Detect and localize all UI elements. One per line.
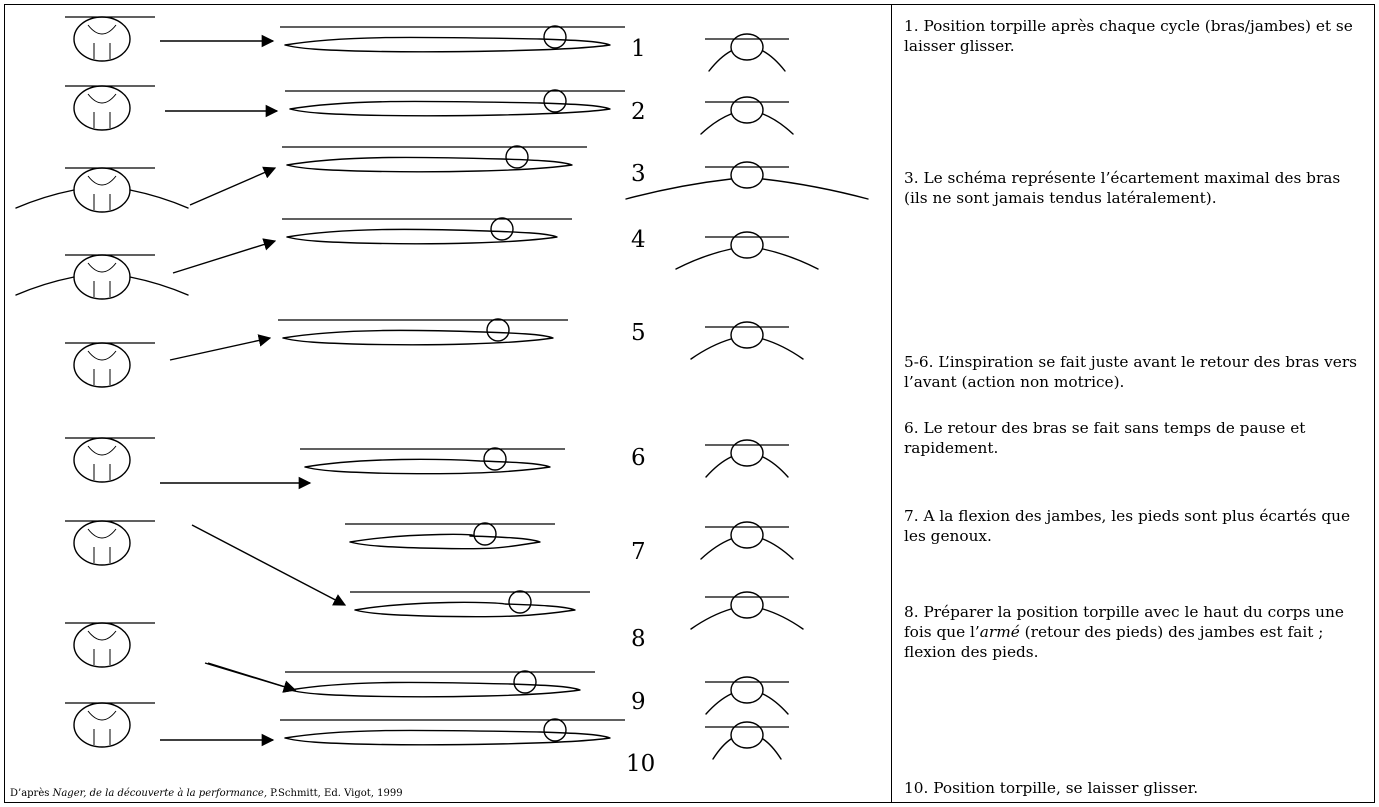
arrow-3: [190, 168, 275, 205]
head-on-swimmer-5: [691, 322, 803, 359]
front-view-swimmer-2: [65, 86, 155, 130]
step-number-6: 6: [631, 447, 646, 470]
notes-panel: 1. Position torpille après chaque cycle …: [893, 5, 1374, 802]
front-view-swimmer-4: [16, 255, 188, 299]
note-5-6: 5-6. L’inspiration se fait juste avant l…: [904, 352, 1364, 392]
head-on-swimmer-6: [705, 440, 789, 477]
note-7: 7. A la flexion des jambes, les pieds so…: [904, 506, 1364, 546]
step-number-4: 4: [631, 229, 646, 252]
front-view-swimmer-8: [65, 623, 155, 667]
caption-book-title: Nager, de la découverte à la performance…: [53, 788, 267, 799]
column-divider: [891, 5, 892, 802]
side-view-swimmer-9: [285, 671, 595, 697]
side-view-swimmer-10: [280, 719, 625, 745]
side-view-swimmer-8: [350, 591, 590, 617]
note-3: 3. Le schéma représente l’écartement max…: [904, 168, 1364, 208]
side-view-swimmer-7: [345, 523, 555, 549]
head-on-swimmer-9: [705, 677, 789, 714]
caption-prefix: D’après: [10, 788, 53, 799]
step-number-5: 5: [631, 322, 646, 345]
side-view-swimmer-2: [285, 90, 625, 116]
note-8: 8. Préparer la position torpille avec le…: [904, 602, 1364, 662]
table-frame: 1 2 3 4 5 6 7 8 9 10 D’après Nager, de l…: [4, 4, 1375, 803]
note-8-emphasis: armé: [980, 623, 1020, 641]
step-number-2: 2: [631, 101, 646, 124]
front-view-swimmer-1: [65, 17, 155, 61]
step-number-1: 1: [631, 38, 646, 61]
front-view-swimmer-6: [65, 438, 155, 482]
arrow-4: [173, 241, 275, 273]
caption-suffix: P.Schmitt, Ed. Vigot, 1999: [267, 788, 403, 799]
head-on-swimmer-8: [691, 592, 803, 629]
side-view-swimmer-1: [280, 26, 625, 52]
breaststroke-sketch-sequence: [5, 5, 891, 804]
note-6: 6. Le retour des bras se fait sans temps…: [904, 418, 1364, 458]
side-view-swimmer-4: [282, 218, 572, 244]
front-view-swimmer-5: [65, 343, 155, 387]
head-on-swimmer-7: [701, 522, 793, 559]
step-number-10: 10: [626, 753, 655, 776]
step-number-7: 7: [631, 541, 646, 564]
head-on-swimmer-4: [676, 232, 818, 269]
side-view-swimmer-6: [300, 448, 565, 474]
front-view-swimmer-10: [65, 703, 155, 747]
note-1: 1. Position torpille après chaque cycle …: [904, 16, 1364, 56]
head-on-swimmer-10: [705, 722, 789, 759]
front-view-swimmer-7: [65, 521, 155, 565]
head-on-swimmer-3: [626, 162, 868, 199]
figure-panel: 1 2 3 4 5 6 7 8 9 10 D’après Nager, de l…: [5, 5, 891, 802]
head-on-swimmer-2: [701, 97, 793, 134]
source-caption: D’après Nager, de la découverte à la per…: [10, 788, 403, 799]
step-number-3: 3: [631, 163, 646, 186]
step-number-9: 9: [631, 691, 646, 714]
arrow-7: [192, 525, 345, 605]
arrow-5: [170, 338, 270, 360]
front-view-swimmer-3: [16, 168, 188, 212]
note-10: 10. Position torpille, se laisser glisse…: [904, 778, 1364, 798]
side-view-swimmer-3: [282, 146, 587, 172]
arrow-9: [205, 663, 295, 690]
head-on-swimmer-1: [705, 34, 789, 71]
step-number-8: 8: [631, 628, 646, 651]
side-view-swimmer-5: [278, 319, 568, 345]
